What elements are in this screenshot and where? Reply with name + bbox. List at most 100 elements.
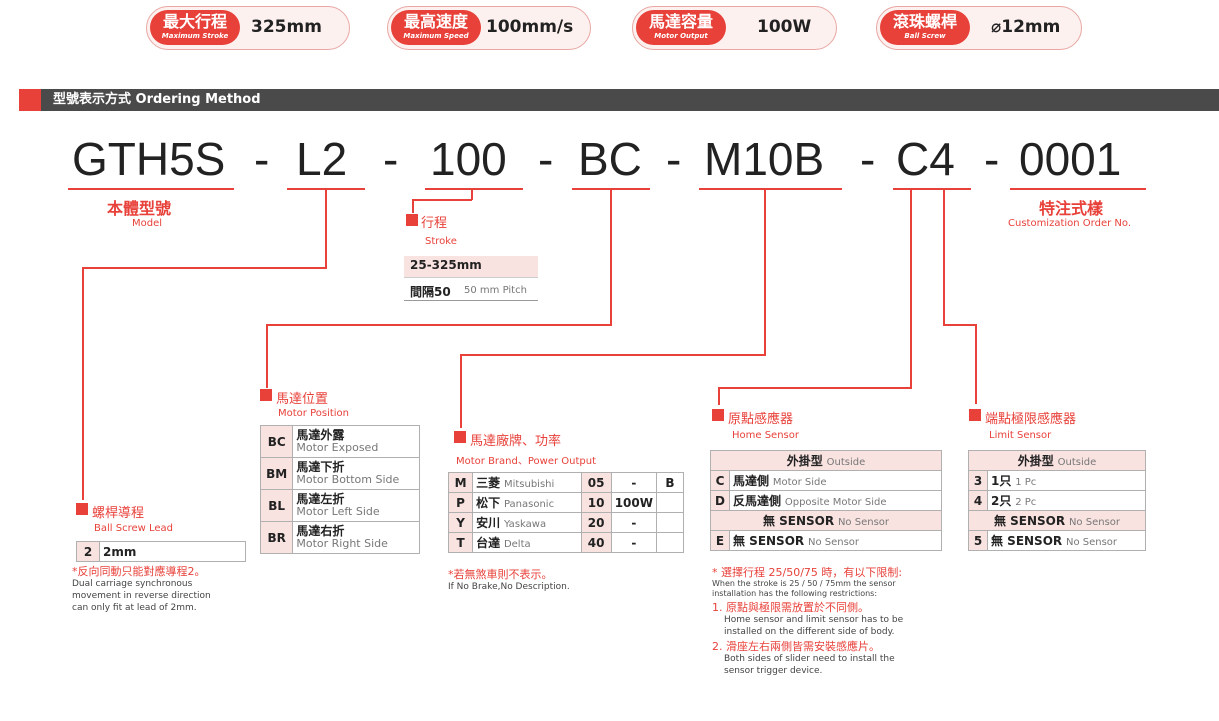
- head-en: No Sensor: [1068, 517, 1121, 528]
- motor-position-marker: [260, 389, 272, 401]
- cell-head: 無 SENSOR No Sensor: [710, 510, 942, 531]
- model-sub: Model: [132, 218, 163, 229]
- note-item-1: 1. 原點與極限需放置於不同側。: [712, 601, 869, 614]
- underline: [699, 188, 842, 190]
- home-sensor-table: 外掛型 Outside C 馬達側 Motor Side D 反馬達側 Oppo…: [710, 450, 942, 551]
- cell-num: 40: [580, 532, 612, 553]
- cell-en: 1 Pc: [1015, 477, 1037, 488]
- connector-line: [943, 188, 945, 325]
- table-row: C 馬達側 Motor Side: [710, 470, 942, 491]
- cell-code: M: [447, 472, 474, 493]
- connector-line: [718, 387, 912, 389]
- note-en: When the stroke is 25 / 50 / 75mm the se…: [712, 579, 896, 588]
- connector-line: [325, 188, 327, 268]
- cell-value: 2mm: [99, 541, 246, 562]
- header-marker: [19, 89, 41, 111]
- table-row: 無 SENSOR No Sensor: [968, 510, 1146, 531]
- section-header: 型號表示方式 Ordering Method: [19, 89, 1219, 111]
- spec-label: 最高速度 Maximum Speed: [391, 10, 481, 45]
- cell-zh: 馬達側: [733, 474, 770, 488]
- cell-zh: 台達: [476, 536, 501, 550]
- cell-desc: 馬達側 Motor Side: [729, 470, 942, 491]
- lead-sub: Ball Screw Lead: [94, 523, 173, 534]
- cell-en: Motor Left Side: [296, 505, 380, 518]
- connector-line: [266, 324, 268, 388]
- cell-head: 無 SENSOR No Sensor: [968, 510, 1146, 531]
- motor-brand-note: *若無煞車則不表示。 If No Brake,No Description.: [448, 569, 570, 593]
- connector-line: [975, 324, 977, 404]
- cell-zh: 松下: [476, 496, 501, 510]
- spec-label-en: Maximum Speed: [403, 32, 469, 40]
- cell-brand: 安川 Yaskawa: [472, 512, 582, 533]
- cell-brand: 松下 Panasonic: [472, 492, 582, 513]
- cell-brake: [656, 532, 684, 553]
- spec-value: 100W: [757, 17, 812, 37]
- cell-code: T: [447, 532, 474, 553]
- table-row: D 反馬達側 Opposite Motor Side: [710, 490, 942, 511]
- spec-pill-stroke: 最大行程 Maximum Stroke 325mm: [146, 6, 350, 50]
- custom-title: 特注式樣: [1039, 199, 1104, 218]
- underline: [68, 188, 234, 190]
- table-row: T 台達 Delta 40 -: [447, 532, 684, 553]
- cell-en: Mitsubishi: [503, 479, 555, 490]
- code-part-model: GTH5S: [72, 133, 226, 185]
- table-row: 4 2只 2 Pc: [968, 490, 1146, 511]
- cell-zh: 1只: [991, 474, 1012, 488]
- cell-code: 4: [968, 490, 988, 511]
- spec-value: 100mm/s: [486, 17, 574, 37]
- cell-power: -: [610, 512, 658, 533]
- cell-code: BC: [259, 425, 294, 458]
- cell-code: BL: [259, 489, 294, 522]
- code-dash: -: [666, 133, 682, 185]
- cell-zh: 馬達左折: [296, 492, 345, 506]
- spec-label-zh: 滾珠螺桿: [892, 12, 957, 31]
- connector-line: [266, 324, 612, 326]
- cell-code: 5: [968, 530, 988, 551]
- underline: [425, 188, 523, 190]
- stroke-sub: Stroke: [425, 236, 457, 247]
- cell-head: 外掛型 Outside: [710, 450, 942, 471]
- cell-brake: [656, 512, 684, 533]
- connector-line: [460, 354, 462, 428]
- section-title: 型號表示方式 Ordering Method: [53, 92, 261, 107]
- cell-code: BR: [259, 521, 294, 554]
- note-en: Both sides of slider need to install the: [724, 654, 895, 664]
- note-item-2: 2. 滑座左右兩側皆需安裝感應片。: [712, 640, 880, 653]
- stroke-pitch: 間隔50 50 mm Pitch: [404, 280, 538, 301]
- spec-pill-speed: 最高速度 Maximum Speed 100mm/s: [387, 6, 591, 50]
- table-row: 2 2mm: [76, 541, 246, 562]
- note-en: If No Brake,No Description.: [448, 582, 570, 592]
- cell-power: 100W: [610, 492, 658, 513]
- motor-position-title: 馬達位置: [276, 392, 329, 407]
- note-en: movement in reverse direction: [72, 591, 211, 601]
- connector-line: [910, 188, 912, 388]
- stroke-pitch-zh: 間隔50: [410, 285, 451, 299]
- cell-desc: 反馬達側 Opposite Motor Side: [729, 490, 942, 511]
- spec-label-en: Motor Output: [654, 32, 708, 40]
- spec-label: 滾珠螺桿 Ball Screw: [880, 10, 970, 45]
- head-zh: 無 SENSOR: [762, 514, 835, 528]
- home-sensor-marker: [712, 409, 724, 421]
- table-row: 5 無 SENSOR No Sensor: [968, 530, 1146, 551]
- stroke-pitch-en: 50 mm Pitch: [464, 285, 527, 296]
- cell-num: 10: [580, 492, 612, 513]
- spec-label-zh: 最大行程: [162, 12, 227, 31]
- motor-brand-marker: [454, 431, 466, 443]
- cell-desc: 1只 1 Pc: [987, 470, 1146, 491]
- connector-line: [610, 188, 612, 325]
- limit-sensor-marker: [969, 409, 981, 421]
- lead-table: 2 2mm: [76, 541, 246, 562]
- spec-pill-motor-output: 馬達容量 Motor Output 100W: [632, 6, 837, 50]
- cell-en: Motor Bottom Side: [296, 473, 400, 486]
- spec-label-zh: 馬達容量: [648, 12, 713, 31]
- cell-en: No Sensor: [1065, 537, 1118, 548]
- home-sensor-title: 原點感應器: [728, 412, 794, 427]
- cell-brake: B: [656, 472, 684, 493]
- home-sensor-note: * 選擇行程 25/50/75 時，有以下限制: When the stroke…: [712, 567, 952, 677]
